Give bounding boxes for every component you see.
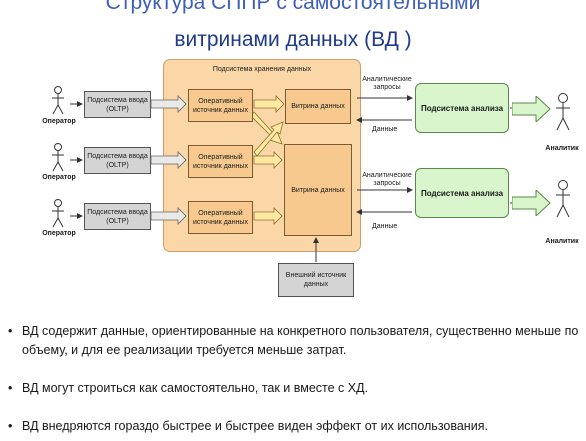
data-label-2: Данные bbox=[372, 223, 398, 230]
big-arrow-analyst-2 bbox=[512, 190, 551, 216]
title-line-1: Структура СППР с самостоятельными bbox=[105, 0, 481, 14]
external-source: Внешний источник данных bbox=[278, 263, 354, 297]
operator-icon-3 bbox=[52, 199, 64, 228]
fat-arrow-input-2 bbox=[150, 151, 187, 169]
title-line-2: витринами данных (ВД ) bbox=[174, 28, 412, 51]
fat-arrow-input-1 bbox=[150, 95, 187, 113]
fat-arrow-src3-mart2 bbox=[253, 207, 283, 225]
operator-label-3: Оператор bbox=[42, 230, 76, 237]
operational-source-2: Оперативный источник данных bbox=[188, 145, 253, 178]
fat-arrow-src2-mart2 bbox=[253, 151, 283, 169]
fat-arrow-src1-mart1 bbox=[253, 95, 285, 113]
analyst-icon-1 bbox=[556, 93, 570, 131]
bullet-item-3: ВД внедряются гораздо быстрее и быстрее … bbox=[8, 417, 584, 436]
analyst-label-1: Аналитик bbox=[545, 145, 579, 152]
input-subsystem-1: Подсистема ввода (OLTP) bbox=[84, 91, 151, 118]
bullet-item-1: ВД содержит данные, ориентированные на к… bbox=[8, 322, 584, 360]
operator-label-2: Оператор bbox=[42, 174, 76, 181]
analyst-icon-2 bbox=[556, 180, 570, 218]
operational-source-1: Оперативный источник данных bbox=[188, 89, 253, 122]
operator-icon-1 bbox=[52, 86, 64, 115]
analysis-subsystem-1: Подсистема анализа bbox=[415, 83, 509, 133]
fat-arrow-src2-mart1 bbox=[253, 121, 284, 157]
operator-label-1: Оператор bbox=[42, 118, 76, 125]
bullet-list: ВД содержит данные, ориентированные на к… bbox=[8, 322, 584, 436]
queries-label-2: Аналитические запросы bbox=[362, 172, 412, 187]
queries-label-1: Аналитические запросы bbox=[362, 76, 412, 91]
analysis-subsystem-2: Подсистема анализа bbox=[415, 168, 509, 218]
data-label-1: Данные bbox=[372, 126, 398, 133]
big-arrow-analyst-1 bbox=[512, 96, 551, 122]
input-subsystem-3: Подсистема ввода (OLTP) bbox=[84, 203, 151, 230]
data-mart-2: Витрина данных bbox=[284, 144, 352, 236]
analyst-label-2: Аналитик bbox=[545, 238, 579, 245]
operator-icon-2 bbox=[52, 143, 64, 172]
bullet-item-2: ВД могут строиться как самостоятельно, т… bbox=[8, 379, 584, 398]
input-subsystem-2: Подсистема ввода (OLTP) bbox=[84, 147, 151, 174]
storage-label: Подсистема хранения данных bbox=[212, 66, 312, 73]
data-mart-1: Витрина данных bbox=[285, 89, 351, 124]
fat-arrow-input-3 bbox=[150, 207, 187, 225]
operational-source-3: Оперативный источник данных bbox=[188, 201, 253, 234]
